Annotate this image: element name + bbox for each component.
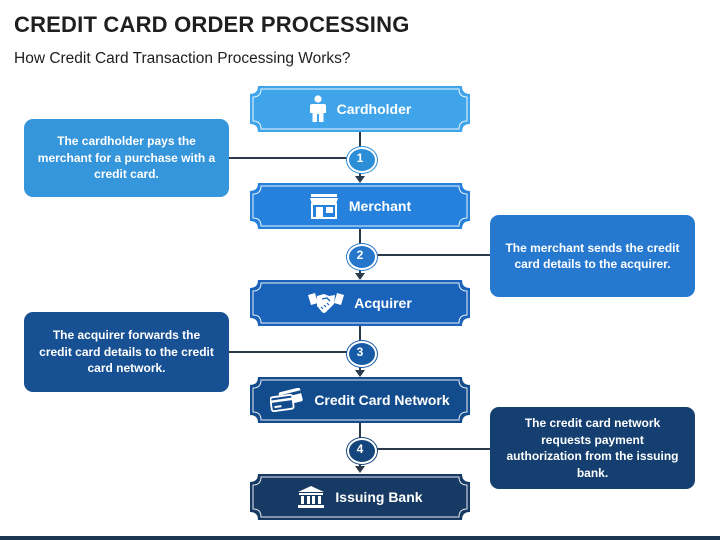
stage-fill — [250, 377, 470, 423]
step-number-label: 3 — [356, 345, 364, 359]
callout-step-2: The merchant sends the credit card detai… — [490, 215, 695, 297]
arrowhead-3 — [355, 370, 365, 377]
step-disc — [347, 341, 377, 367]
credit-cards-icon — [270, 388, 304, 412]
stage-shape — [250, 474, 470, 520]
step-number-4: 4 — [343, 438, 377, 464]
step-disc — [347, 438, 377, 464]
leader-line-4 — [372, 448, 492, 450]
callout-step-3: The acquirer forwards the credit card de… — [24, 312, 229, 392]
stage-inner-border — [252, 282, 468, 324]
stage-fill — [250, 474, 470, 520]
arrowhead-1 — [355, 176, 365, 183]
stage-label: Credit Card Network — [314, 392, 450, 408]
stage-inner-border — [252, 379, 468, 421]
stage-shape — [250, 183, 470, 229]
stage-shape — [250, 86, 470, 132]
step-disc — [347, 147, 377, 173]
step-number-label: 2 — [356, 248, 364, 262]
storefront-icon — [309, 193, 339, 219]
stage-label: Merchant — [348, 198, 412, 214]
stage-inner-border — [252, 88, 468, 130]
leader-line-2 — [372, 254, 492, 256]
stage-credit-card-network: Credit Card Network — [250, 377, 470, 423]
stage-issuing-bank: Issuing Bank — [250, 474, 470, 520]
stage-label: Acquirer — [354, 295, 412, 311]
arrowhead-4 — [355, 466, 365, 473]
bank-icon — [297, 485, 325, 509]
stage-inner-border — [252, 476, 468, 518]
page-subtitle: How Credit Card Transaction Processing W… — [14, 50, 351, 67]
stage-shape — [250, 377, 470, 423]
bottom-accent-bar — [0, 536, 720, 540]
step-number-2: 2 — [343, 244, 377, 270]
stage-merchant: Merchant — [250, 183, 470, 229]
page-title: CREDIT CARD ORDER PROCESSING — [14, 12, 410, 37]
callout-step-4: The credit card network requests payment… — [490, 407, 695, 489]
stage-shape — [250, 280, 470, 326]
stage-label: Cardholder — [336, 101, 412, 117]
stage-fill — [250, 86, 470, 132]
stage-inner-border — [252, 185, 468, 227]
stage-acquirer: Acquirer — [250, 280, 470, 326]
stage-cardholder: Cardholder — [250, 86, 470, 132]
step-number-3: 3 — [343, 341, 377, 367]
leader-line-3 — [228, 351, 348, 353]
step-disc — [347, 244, 377, 270]
stage-label: Issuing Bank — [335, 489, 423, 505]
arrowhead-2 — [355, 273, 365, 280]
step-number-1: 1 — [343, 147, 377, 173]
callout-step-1: The cardholder pays the merchant for a p… — [24, 119, 229, 197]
handshake-icon — [308, 291, 345, 315]
stage-fill — [250, 280, 470, 326]
step-number-label: 4 — [356, 442, 364, 456]
stage-fill — [250, 183, 470, 229]
person-icon — [309, 95, 327, 123]
step-number-label: 1 — [356, 151, 364, 165]
leader-line-1 — [228, 157, 348, 159]
